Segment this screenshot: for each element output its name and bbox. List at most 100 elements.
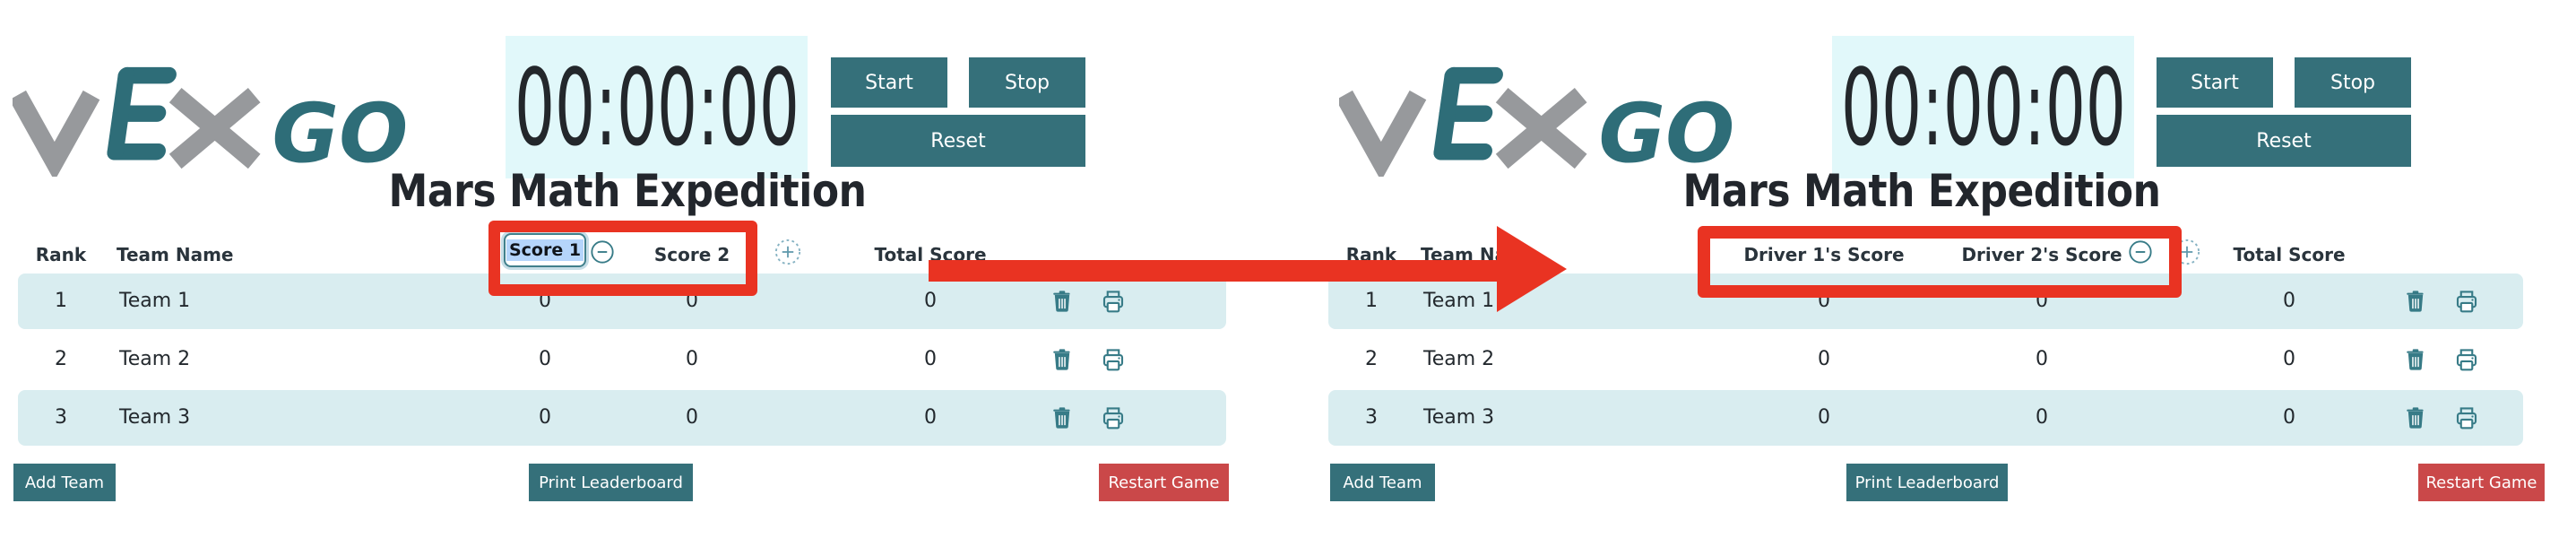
trash-icon [1053,407,1070,429]
score1-cell[interactable]: 0 [539,406,551,429]
delete-team-button[interactable] [1050,288,1076,315]
score2-cell[interactable]: 0 [2036,348,2048,370]
total-score-column-header: Total Score [2233,244,2346,265]
score2-cell[interactable]: 0 [686,290,698,312]
score1-header-selected-text: Score 1 [506,239,584,261]
score2-cell[interactable]: 0 [686,348,698,370]
printer-icon [2456,407,2477,430]
plus-circle-icon [774,239,801,265]
score1-cell[interactable]: 0 [539,348,551,370]
minus-circle-icon [2129,240,2152,264]
plus-circle-icon [2174,239,2200,265]
score2-cell[interactable]: 0 [2036,290,2048,312]
team-name-cell[interactable]: Team 3 [119,406,191,429]
print-leaderboard-button[interactable]: Print Leaderboard [1846,464,2008,501]
table-row: 3 Team 3 0 0 0 [18,390,1226,446]
rank-cell: 3 [55,406,67,429]
score1-cell[interactable]: 0 [1818,290,1830,312]
total-score-cell: 0 [924,406,937,429]
delete-team-button[interactable] [1050,346,1076,373]
team-column-header: Team Name [117,244,234,265]
minus-circle-icon [591,240,614,264]
team-name-cell[interactable]: Team 1 [1423,290,1495,312]
score1-header-input[interactable]: Score 1 [504,233,586,267]
logo-letter-x [169,87,261,169]
rank-cell: 3 [1365,406,1378,429]
restart-game-button[interactable]: Restart Game [2418,464,2545,501]
delete-team-button[interactable] [2403,346,2430,373]
add-team-button[interactable]: Add Team [13,464,116,501]
score1-cell[interactable]: 0 [1818,406,1830,429]
stop-button[interactable]: Stop [2295,57,2411,108]
score2-cell[interactable]: 0 [686,406,698,429]
logo-product-text: GO [1599,87,1733,177]
total-score-cell: 0 [2283,290,2295,312]
vexgo-logo: GO [1339,66,1733,177]
print-team-button[interactable] [1100,404,1127,431]
table-row: 3 Team 3 0 0 0 [1328,390,2523,446]
add-team-button[interactable]: Add Team [1330,464,1435,501]
printer-icon [1102,291,1124,313]
timer-value: 00:00:00 [1840,45,2126,169]
reset-button[interactable]: Reset [831,115,1085,167]
table-row: 2 Team 2 0 0 0 [1328,332,2523,387]
rank-column-header: Rank [35,244,87,265]
print-leaderboard-button[interactable]: Print Leaderboard [529,464,693,501]
timer-display: 00:00:00 [1832,36,2134,178]
table-row: 2 Team 2 0 0 0 [18,332,1226,387]
team-name-cell[interactable]: Team 3 [1423,406,1495,429]
add-score-column-button[interactable] [774,239,801,265]
trash-icon [1053,291,1070,312]
score2-cell[interactable]: 0 [2036,406,2048,429]
printer-icon [2456,349,2477,371]
vexgo-logo: GO [13,66,407,177]
remove-score-column-button[interactable] [590,239,615,265]
printer-icon [2456,291,2477,313]
driver2-score-column-header[interactable]: Driver 2's Score [1961,244,2122,265]
logo-letter-x [1495,87,1587,169]
delete-team-button[interactable] [2403,404,2430,431]
print-team-button[interactable] [1100,288,1127,315]
rank-cell: 1 [1365,290,1378,312]
total-score-cell: 0 [924,348,937,370]
start-button[interactable]: Start [831,57,947,108]
table-row: 1 Team 1 0 0 0 [18,274,1226,329]
print-team-button[interactable] [1100,346,1127,373]
add-score-column-button[interactable] [2174,239,2200,265]
team-name-cell[interactable]: Team 1 [119,290,191,312]
logo-letter-v [13,90,100,177]
reset-button[interactable]: Reset [2157,115,2411,167]
logo-letter-e [1433,66,1503,161]
rank-cell: 2 [1365,348,1378,370]
logo-letter-v [1339,90,1427,177]
team-name-cell[interactable]: Team 2 [119,348,191,370]
game-title: Mars Math Expedition [1682,165,2161,217]
printer-icon [1102,407,1124,430]
score1-cell[interactable]: 0 [1818,348,1830,370]
driver1-score-column-header[interactable]: Driver 1's Score [1743,244,1905,265]
stop-button[interactable]: Stop [969,57,1085,108]
print-team-button[interactable] [2453,288,2480,315]
leaderboard-panel-after: GO 00:00:00 Start Stop Reset Mars Math E… [1294,0,2576,547]
print-team-button[interactable] [2453,404,2480,431]
leaderboard-panel-before: GO 00:00:00 Start Stop Reset Mars Math E… [13,0,1229,547]
print-team-button[interactable] [2453,346,2480,373]
trash-icon [2407,291,2424,312]
logo-letter-e [107,66,177,161]
remove-score-column-button[interactable] [2128,239,2153,265]
team-name-cell[interactable]: Team 2 [1423,348,1495,370]
printer-icon [1102,349,1124,371]
delete-team-button[interactable] [1050,404,1076,431]
delete-team-button[interactable] [2403,288,2430,315]
trash-icon [2407,349,2424,370]
rank-cell: 2 [55,348,67,370]
logo-product-text: GO [272,87,407,177]
trash-icon [2407,407,2424,429]
leaderboard-rows: 1 Team 1 0 0 0 2 Team 2 0 0 0 [18,0,1226,547]
start-button[interactable]: Start [2157,57,2273,108]
restart-game-button[interactable]: Restart Game [1099,464,1229,501]
timer-value: 00:00:00 [514,45,800,169]
score2-column-header[interactable]: Score 2 [653,244,730,265]
game-title: Mars Math Expedition [388,165,867,217]
trash-icon [1053,349,1070,370]
